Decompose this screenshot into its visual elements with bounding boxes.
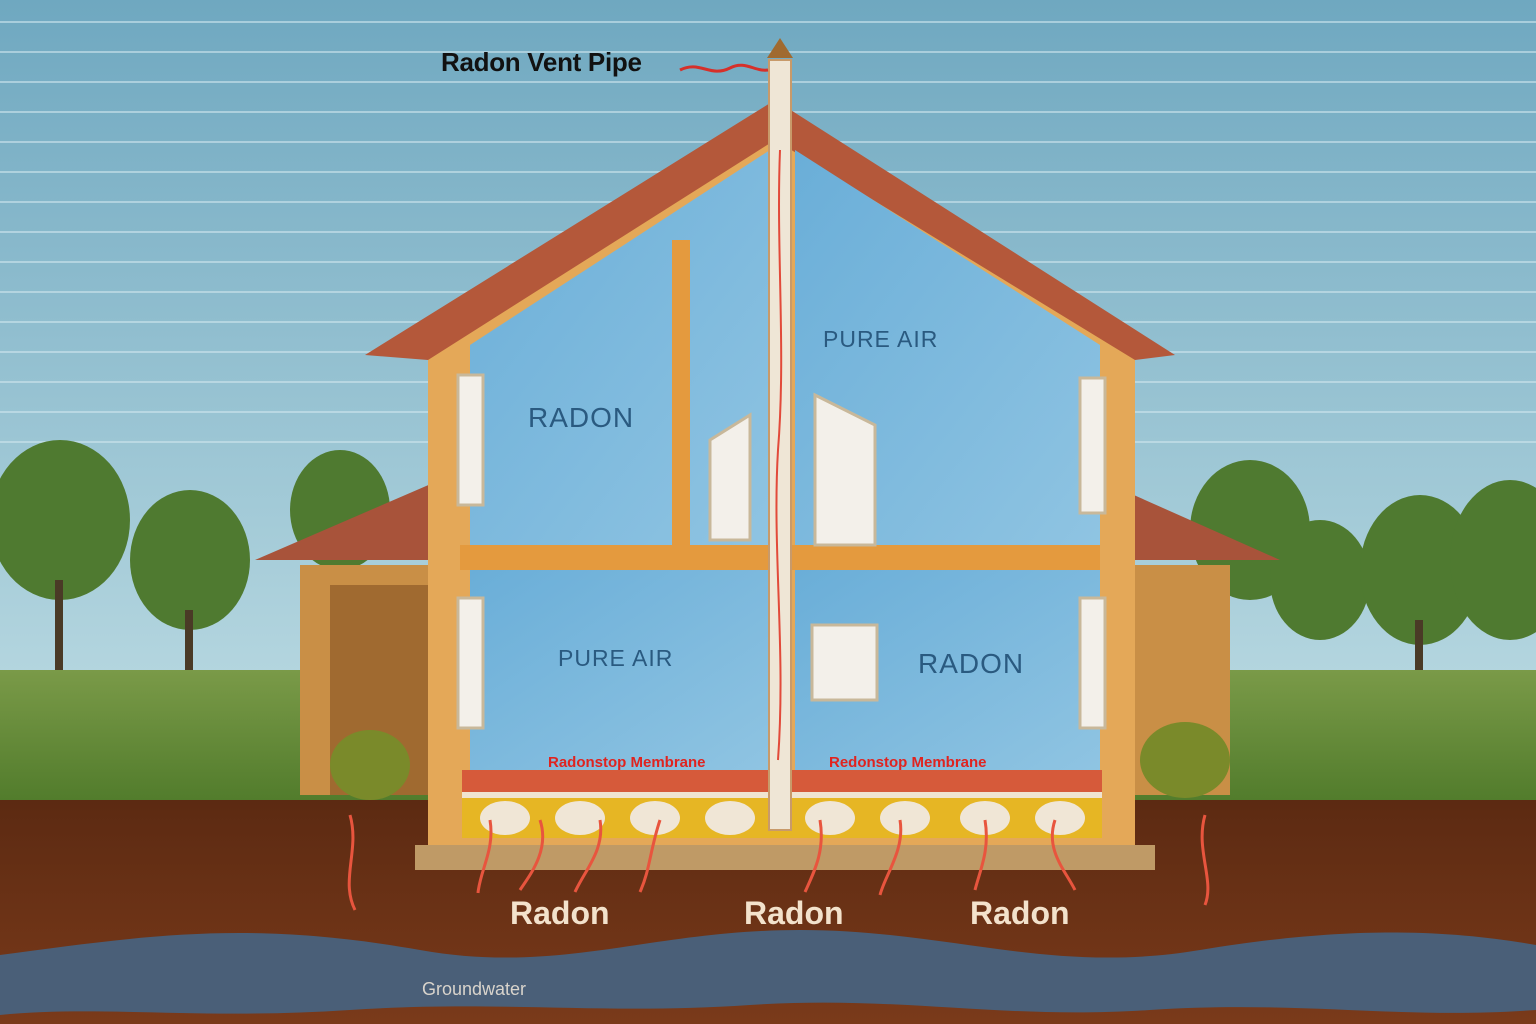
upper-left-room-label: RADON: [528, 402, 635, 433]
main-roof: [365, 100, 1175, 360]
lower-left-room: [470, 570, 770, 770]
right-wing-roof: [1100, 480, 1280, 560]
soil-radon-label-2: Radon: [744, 895, 844, 931]
groundwater-label: Groundwater: [422, 979, 527, 999]
gravel-stones: [480, 801, 1085, 835]
bush-left: [330, 730, 410, 800]
membrane-label-left: Radonstop Membrane: [548, 754, 706, 771]
attic-post: [672, 240, 690, 545]
vent-label-pointer: [679, 63, 769, 73]
membrane-label-right: Redonstop Membrane: [829, 754, 987, 771]
left-wing-roof: [255, 480, 440, 560]
lower-left-room-label: PURE AIR: [558, 645, 674, 671]
vent-radon-line: [775, 149, 783, 761]
bush-right: [1140, 722, 1230, 798]
soil-radon-label-3: Radon: [970, 895, 1070, 931]
radon-lines: [347, 814, 1210, 911]
vent-cap: [767, 38, 793, 58]
soil-radon-label-1: Radon: [510, 895, 610, 931]
upper-left-room: [470, 150, 770, 545]
upper-right-room-label: PURE AIR: [823, 326, 939, 352]
footing: [415, 845, 1155, 870]
windows: [456, 373, 1107, 730]
groundwater: [0, 930, 1536, 1015]
lower-right-room-label: RADON: [918, 648, 1025, 679]
radon-vent-pipe-label: Radon Vent Pipe: [441, 47, 642, 77]
radon-vent-pipe: [768, 59, 792, 831]
